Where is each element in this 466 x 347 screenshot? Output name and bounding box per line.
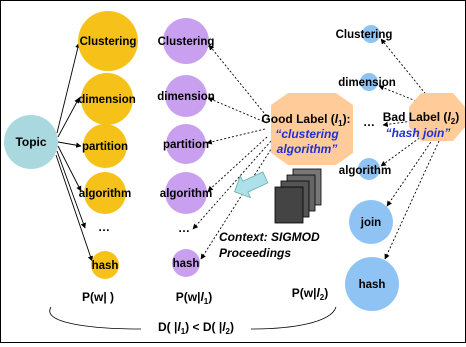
context-label-line1: Context: SIGMOD — [219, 230, 320, 244]
topic-arrow-dimension — [57, 97, 80, 138]
bad-word-circle — [358, 158, 380, 180]
context-arrow — [233, 171, 269, 199]
context-arrow-shape — [233, 171, 269, 199]
good-word-ellipsis: … — [178, 221, 190, 235]
good-arrow — [208, 44, 270, 120]
topic-labeling-diagram: Topic Clustering dimension partition alg… — [4, 11, 465, 336]
context-label-line2: Proceedings — [219, 246, 291, 260]
good-word-circle — [165, 75, 207, 117]
bad-word-label: hash — [359, 279, 386, 291]
bad-word-circle — [362, 25, 380, 43]
topic-word-circle — [84, 172, 126, 214]
good-arrow — [200, 142, 276, 260]
bad-word-label: dimension — [338, 77, 396, 89]
prob-label-good: P(w|l1) — [176, 290, 213, 306]
good-label-word-column: Clustering dimension partition algorithm… — [157, 18, 215, 277]
bad-label-quote: “hash join” — [386, 126, 451, 140]
bad-arrow — [380, 38, 434, 104]
bad-arrow — [384, 140, 440, 260]
bad-word-ellipsis: … — [363, 115, 375, 129]
topic-word-label: dimension — [78, 94, 136, 106]
good-arrow — [207, 97, 268, 124]
good-label-arrows — [192, 44, 276, 260]
good-arrow — [207, 136, 268, 192]
topic-word-label: hash — [92, 260, 119, 272]
good-word-circle — [172, 249, 200, 277]
topic-label: Topic — [15, 135, 46, 149]
good-word-circle — [166, 124, 206, 164]
good-label-title: Good Label (l1): — [261, 112, 350, 128]
bad-word-label: join — [360, 217, 381, 229]
bad-arrow — [382, 118, 428, 128]
bad-word-circle — [360, 73, 378, 91]
topic-word-label: partition — [82, 141, 128, 153]
topic-word-label: algorithm — [79, 188, 131, 200]
bad-word-circle — [345, 257, 399, 311]
bad-label-hexagon — [409, 93, 465, 141]
good-label-node: Good Label (l1): “clustering algorithm” — [261, 93, 353, 165]
topic-arrow-algorithm — [57, 145, 82, 192]
bad-word-label: algorithm — [339, 165, 391, 177]
topic-word-label: Clustering — [80, 36, 137, 48]
good-arrow — [206, 128, 266, 145]
bad-label-word-column: Clustering dimension … algorithm join ha… — [336, 25, 399, 311]
topic-arrow-hash — [55, 154, 93, 262]
good-arrow — [192, 140, 272, 230]
topic-word-circle — [81, 73, 133, 125]
divergence-curve — [49, 306, 337, 330]
good-label-hexagon — [271, 93, 353, 165]
topic-circle — [4, 115, 58, 169]
prob-label-bad: P(w|l2) — [292, 286, 329, 302]
good-word-label: dimension — [157, 91, 215, 103]
bad-label-title: Bad Label (l2) — [383, 110, 459, 126]
bad-arrow — [386, 138, 434, 207]
good-word-label: algorithm — [160, 188, 212, 200]
topic-arrow-partition — [57, 141, 82, 148]
good-word-label: Clustering — [158, 36, 215, 48]
bad-word-circle — [349, 200, 393, 244]
good-word-circle — [163, 18, 209, 64]
good-word-circle — [165, 172, 207, 214]
topic-arrows — [55, 42, 93, 262]
bad-word-label: Clustering — [336, 29, 393, 41]
topic-word-circle — [78, 11, 138, 71]
good-word-label: partition — [163, 139, 209, 151]
divergence-text: D( |l1) < D( |l2) — [158, 320, 234, 336]
documents-icon — [274, 168, 322, 224]
topic-arrow-ellipsis — [56, 150, 86, 229]
good-label-quote-line1: “clustering — [275, 127, 339, 141]
topic-word-ellipsis: … — [98, 220, 110, 234]
topic-word-circle — [91, 251, 119, 279]
good-label-quote-line2: algorithm” — [277, 142, 338, 156]
topic-word-circle — [83, 124, 127, 168]
prob-label-topic: P(w| ) — [82, 290, 114, 304]
topic-word-column: Clustering dimension partition algorithm… — [78, 11, 138, 279]
bad-label-node: Bad Label (l2) “hash join” — [383, 93, 465, 141]
topic-arrow-clustering — [56, 42, 81, 134]
topic-node: Topic — [4, 115, 58, 169]
good-word-label: hash — [173, 258, 200, 270]
